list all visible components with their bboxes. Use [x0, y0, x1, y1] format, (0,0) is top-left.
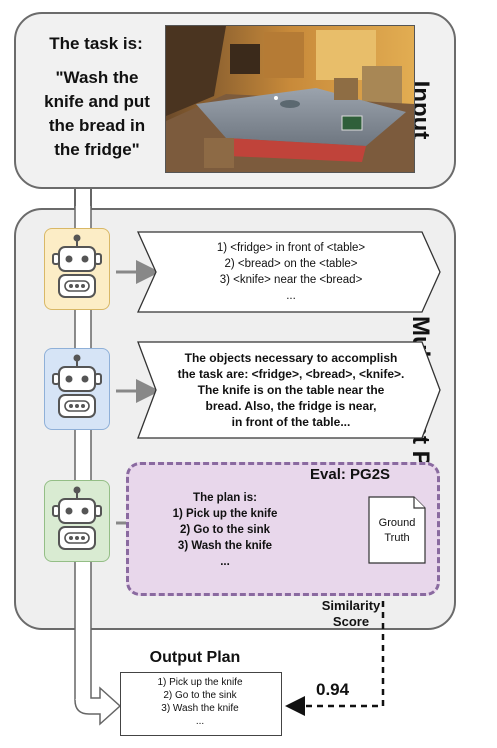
- eval-title: Eval: PG2S: [310, 466, 391, 483]
- kitchen-scene-image: [165, 25, 415, 173]
- agent-1-robot: [44, 228, 110, 310]
- task-line: the fridge": [54, 140, 140, 159]
- ground-truth-line: Truth: [384, 532, 410, 544]
- message-line: The knife is on the table near the: [197, 383, 385, 397]
- similarity-line: Score: [332, 614, 370, 629]
- message-line: ...: [286, 290, 296, 302]
- message-line: 3) <knife> near the <bread>: [219, 274, 363, 286]
- task-line: the bread in: [48, 116, 146, 135]
- agent-2-message: The objects necessary to accomplish the …: [156, 350, 426, 430]
- message-line: The objects necessary to accomplish: [184, 351, 398, 365]
- ground-truth-line: Ground: [378, 517, 416, 529]
- task-title: The task is:: [49, 34, 143, 53]
- similarity-line: Similarity: [321, 598, 381, 613]
- robot-icon: [52, 486, 102, 550]
- ground-truth-label: Ground Truth: [368, 516, 426, 546]
- task-line: "Wash the: [55, 68, 139, 87]
- message-line: ...: [220, 556, 230, 568]
- task-description: "Wash the knife and put the bread in the…: [28, 66, 166, 162]
- robot-icon: [52, 354, 102, 418]
- similarity-score-label: Similarity Score: [296, 598, 406, 630]
- message-line: the task are: <fridge>, <bread>, <knife>…: [177, 367, 405, 381]
- output-line: 3) Wash the knife: [161, 703, 239, 714]
- message-line: 2) <bread> on the <table>: [224, 258, 358, 270]
- ground-truth-document-icon: [368, 496, 426, 564]
- agent-3-robot: [44, 480, 110, 562]
- similarity-score-value: 0.94: [316, 680, 350, 699]
- message-line: The plan is:: [193, 492, 257, 504]
- output-plan-title: Output Plan: [149, 649, 241, 666]
- agent-2-robot: [44, 348, 110, 430]
- agent-2-message-bubble: [137, 341, 441, 439]
- message-line: 3) Wash the knife: [177, 540, 273, 552]
- message-line: bread. Also, the fridge is near,: [205, 399, 377, 413]
- output-plan-box: [120, 672, 282, 736]
- agent-1-message-bubble: [136, 231, 441, 313]
- output-line: 1) Pick up the knife: [157, 677, 243, 688]
- message-line: in front of the table...: [231, 415, 351, 429]
- message-line: 1) <fridge> in front of <table>: [216, 242, 366, 254]
- output-line: ...: [195, 716, 205, 727]
- robot-icon: [52, 234, 102, 298]
- message-line: 2) Go to the sink: [179, 524, 271, 536]
- agent-1-message: 1) <fridge> in front of <table> 2) <brea…: [160, 240, 422, 304]
- message-line: 1) Pick up the knife: [172, 508, 278, 520]
- output-line: 2) Go to the sink: [163, 690, 237, 701]
- task-line: knife and put: [44, 92, 150, 111]
- agent-3-message: The plan is: 1) Pick up the knife 2) Go …: [150, 490, 300, 570]
- output-plan-text: 1) Pick up the knife 2) Go to the sink 3…: [120, 676, 280, 728]
